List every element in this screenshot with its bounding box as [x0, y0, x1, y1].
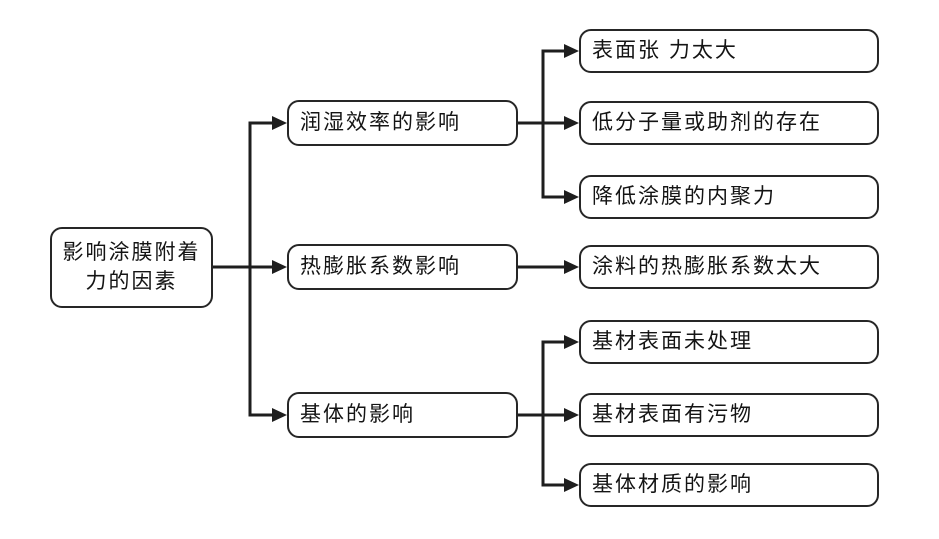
node-leaf-reduced-cohesion: 降低涂膜的内聚力 — [579, 175, 879, 219]
connector-wetting-to-leaf3 — [518, 121, 564, 199]
arrowhead-right-icon — [564, 408, 579, 422]
connector-root-to-wetting — [213, 121, 272, 269]
arrowhead-right-icon — [564, 478, 579, 492]
arrowhead-right-icon — [564, 335, 579, 349]
connector-substrate-to-leaf7 — [518, 413, 564, 487]
connector-root-to-substrate — [213, 265, 272, 417]
node-leaf-contaminated-substrate-surface: 基材表面有污物 — [579, 393, 879, 437]
connector-wetting-to-leaf1 — [518, 49, 564, 125]
node-leaf-coating-expansion-too-large: 涂料的热膨胀系数太大 — [579, 245, 879, 289]
node-branch-wetting-efficiency: 润湿效率的影响 — [287, 100, 518, 146]
arrowhead-right-icon — [272, 408, 287, 422]
node-leaf-untreated-substrate-surface: 基材表面未处理 — [579, 320, 879, 364]
arrowhead-right-icon — [564, 44, 579, 58]
arrowhead-right-icon — [272, 116, 287, 130]
node-branch-thermal-expansion: 热膨胀系数影响 — [287, 244, 518, 290]
arrowhead-right-icon — [564, 116, 579, 130]
connector-substrate-to-leaf5 — [518, 340, 564, 417]
node-root-adhesion-factors: 影响涂膜附着 力的因素 — [50, 227, 213, 308]
arrowhead-right-icon — [564, 260, 579, 274]
arrowhead-right-icon — [564, 190, 579, 204]
node-leaf-substrate-material: 基体材质的影响 — [579, 463, 879, 507]
node-branch-substrate: 基体的影响 — [287, 392, 518, 438]
node-leaf-surface-tension: 表面张 力太大 — [579, 29, 879, 73]
node-leaf-low-molecular-weight-additives: 低分子量或助剂的存在 — [579, 101, 879, 145]
arrowhead-right-icon — [272, 260, 287, 274]
